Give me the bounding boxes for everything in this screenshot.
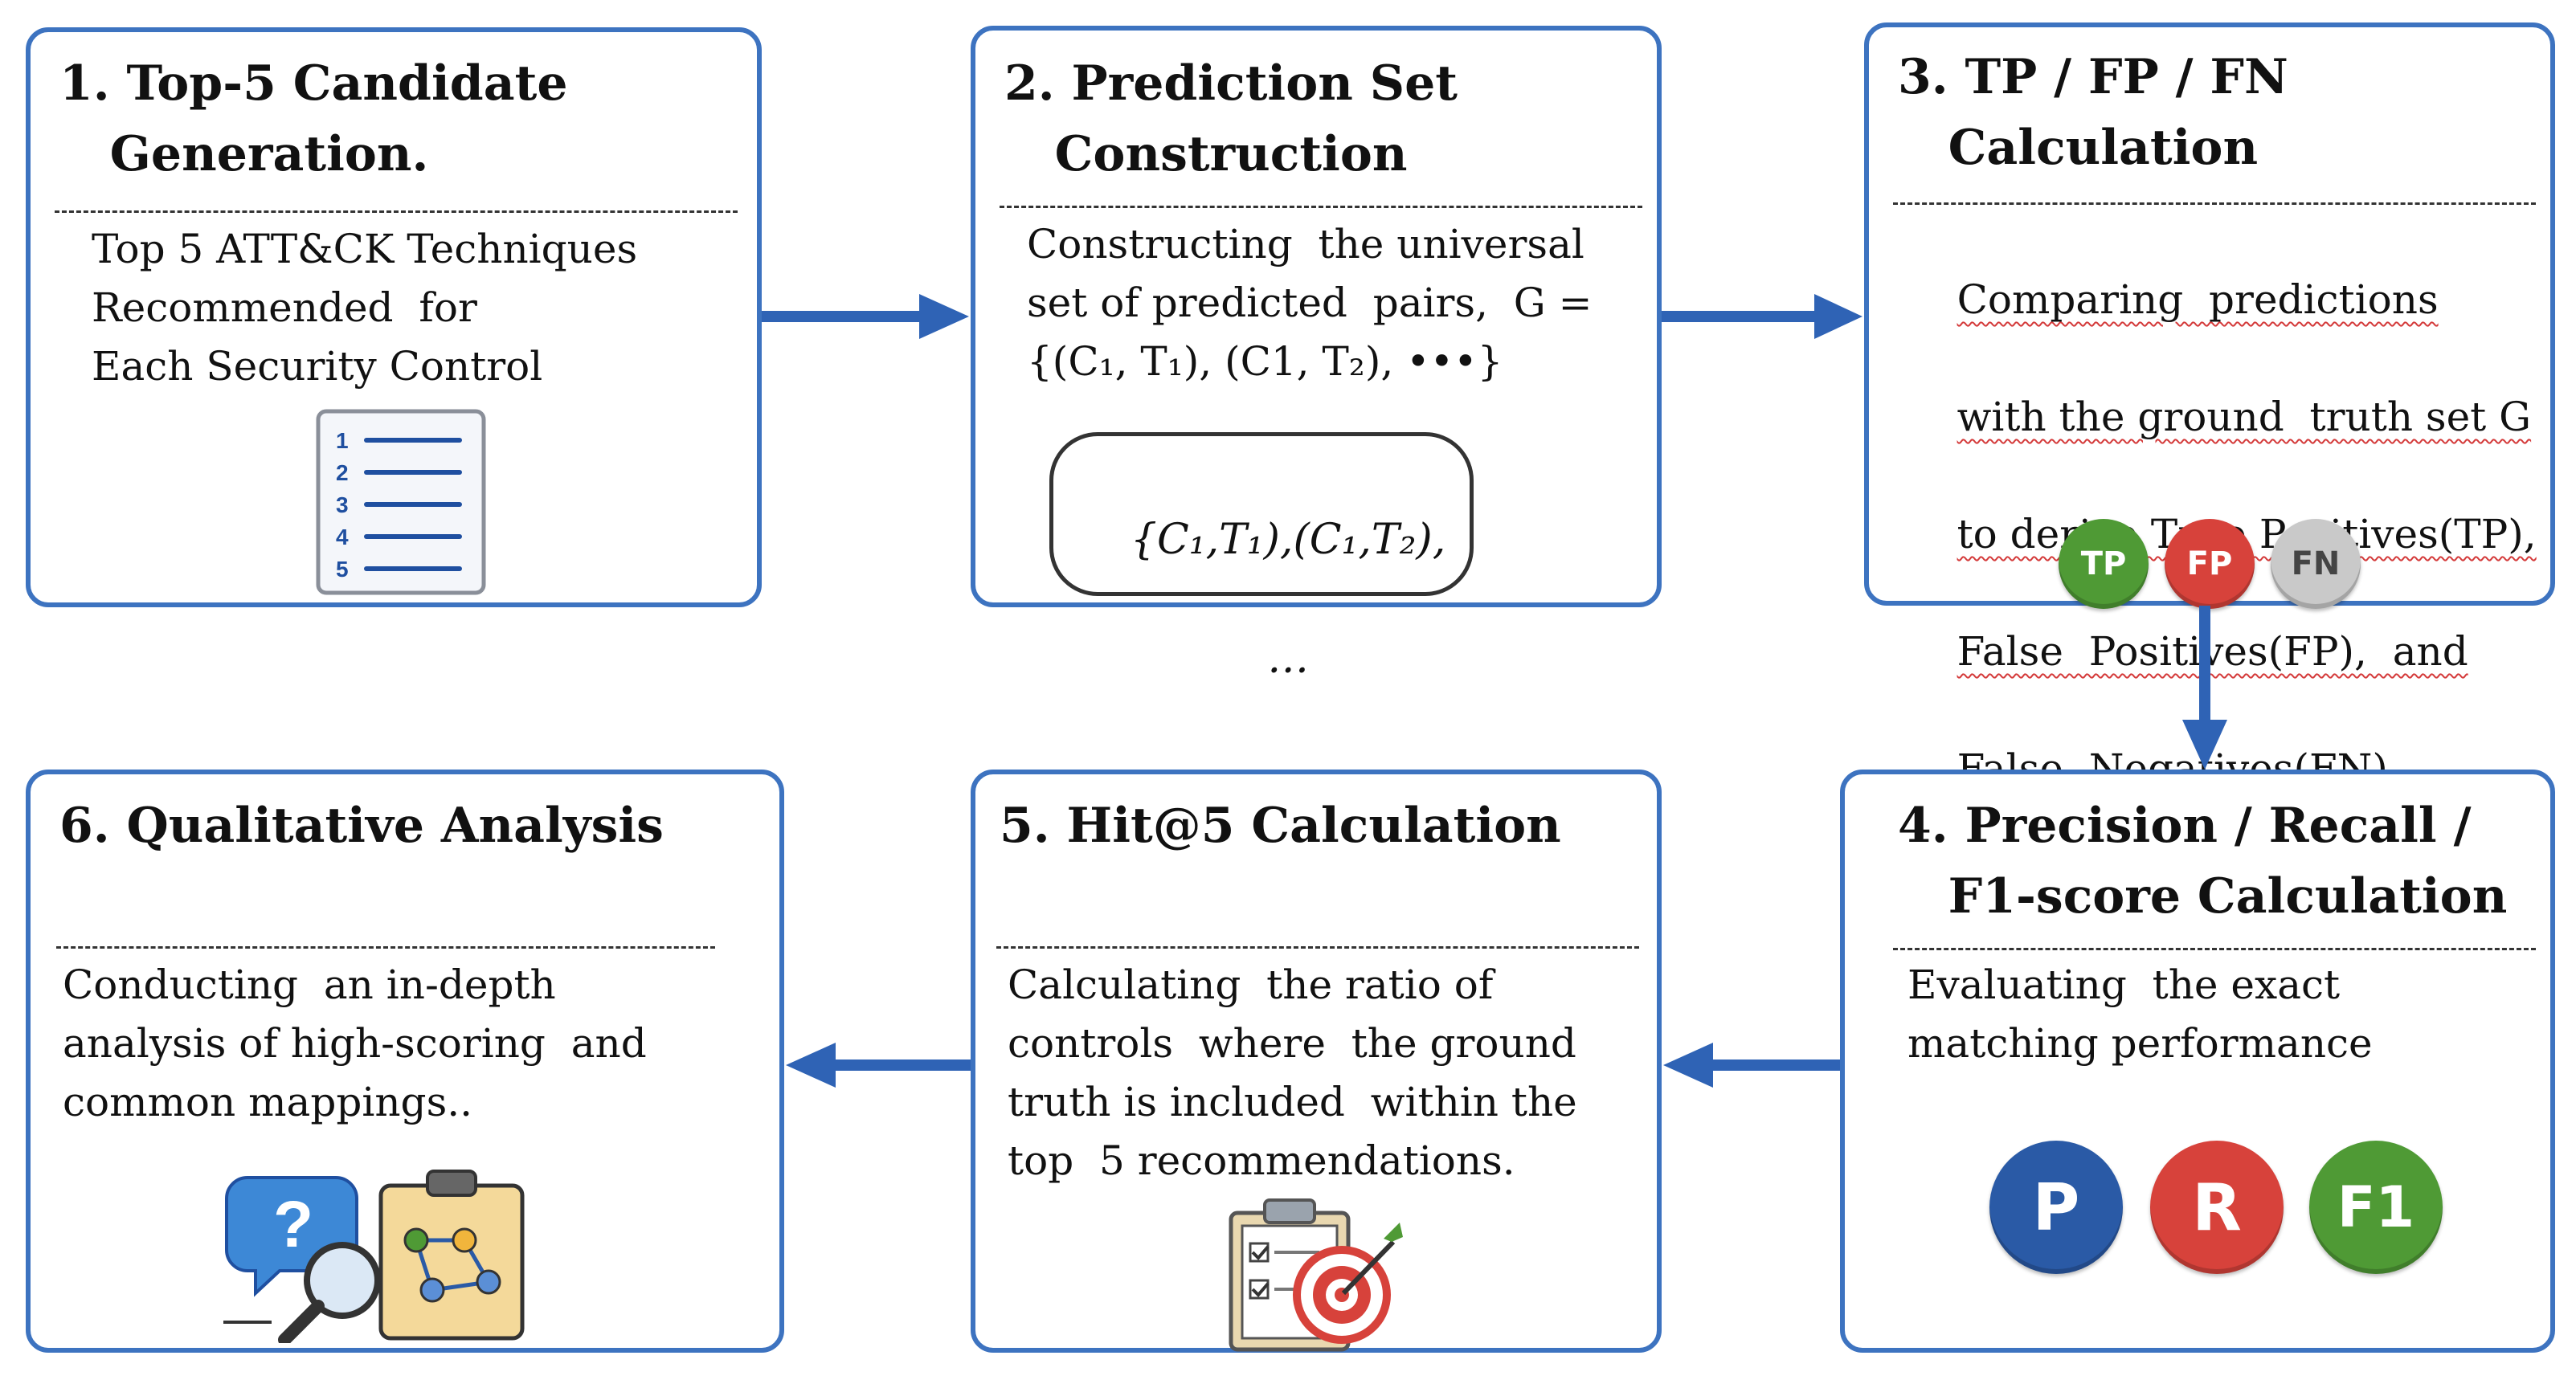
tp-badge: TP [2059, 519, 2149, 609]
step-2-divider [1000, 206, 1642, 208]
list-number-3: 3 [336, 492, 349, 517]
fp-badge: FP [2165, 519, 2255, 609]
step-4-body: Evaluating the exact matching performanc… [1907, 962, 2373, 1067]
step-3-divider [1893, 202, 2536, 205]
fn-badge: FN [2271, 519, 2361, 609]
step-1-title: 1. Top-5 Candidate Generation. [59, 55, 568, 182]
step-2-box: 2. Prediction Set Construction Construct… [971, 26, 1662, 683]
question-magnifier-clipboard-icon: ? [223, 1170, 525, 1343]
step-6-title: 6. Qualitative Analysis [59, 798, 664, 854]
step-4-box: 4. Precision / Recall / F1-score Calcula… [1840, 770, 2555, 1353]
step-3-line-2: with the ground truth set G [1957, 394, 2532, 440]
step-6-box: 6. Qualitative Analysis Conducting an in… [26, 770, 784, 1353]
step-3-line-4: False Positives(FP), and [1957, 628, 2468, 675]
list-number-2: 2 [336, 460, 349, 485]
clipboard-target-icon [1229, 1198, 1403, 1352]
step-5-title: 5. Hit@5 Calculation [1000, 798, 1561, 854]
numbered-list-icon: 1 2 3 4 5 [316, 409, 486, 595]
step-3-box: 3. TP / FP / FN Calculation Comparing pr… [1864, 22, 2555, 792]
step-5-divider [996, 946, 1639, 949]
prediction-set-pill: {C₁,T₁),(C₁,T₂), … [1049, 432, 1474, 683]
step-4-title: 4. Precision / Recall / F1-score Calcula… [1898, 798, 2508, 925]
list-number-1: 1 [336, 428, 349, 453]
f1-badge: F1 [2309, 1141, 2443, 1274]
step-1-divider [55, 210, 738, 213]
recall-badge: R [2150, 1141, 2284, 1274]
arrow-1-to-2 [762, 294, 969, 339]
step-2-body: Constructing the universal set of predic… [1027, 221, 1593, 385]
step-1-box: 1. Top-5 Candidate Generation. Top 5 ATT… [26, 27, 762, 607]
list-number-5: 5 [336, 557, 349, 582]
arrow-5-to-6 [786, 1043, 971, 1088]
step-4-divider [1893, 948, 2536, 950]
step-3-line-1: Comparing predictions [1957, 276, 2439, 323]
step-6-body: Conducting an in-depth analysis of high-… [63, 962, 647, 1125]
pill-line-1: {C₁,T₁),(C₁,T₂), [1130, 516, 1446, 564]
arrow-4-to-5 [1663, 1043, 1840, 1088]
list-number-4: 4 [336, 525, 349, 549]
step-3-title: 3. TP / FP / FN Calculation [1898, 49, 2288, 176]
arrow-2-to-3 [1662, 294, 1862, 339]
step-5-box: 5. Hit@5 Calculation Calculating the rat… [971, 770, 1662, 1353]
step-1-body: Top 5 ATT&CK Techniques Recommended for … [92, 226, 638, 390]
pill-line-2: … [1267, 635, 1310, 683]
precision-badge: P [1989, 1141, 2123, 1274]
svg-text:?: ? [273, 1188, 313, 1261]
arrow-3-to-4 [2182, 606, 2227, 770]
step-2-title: 2. Prediction Set Construction [1004, 55, 1458, 182]
step-5-body: Calculating the ratio of controls where … [1008, 962, 1577, 1184]
step-6-divider [56, 946, 715, 949]
